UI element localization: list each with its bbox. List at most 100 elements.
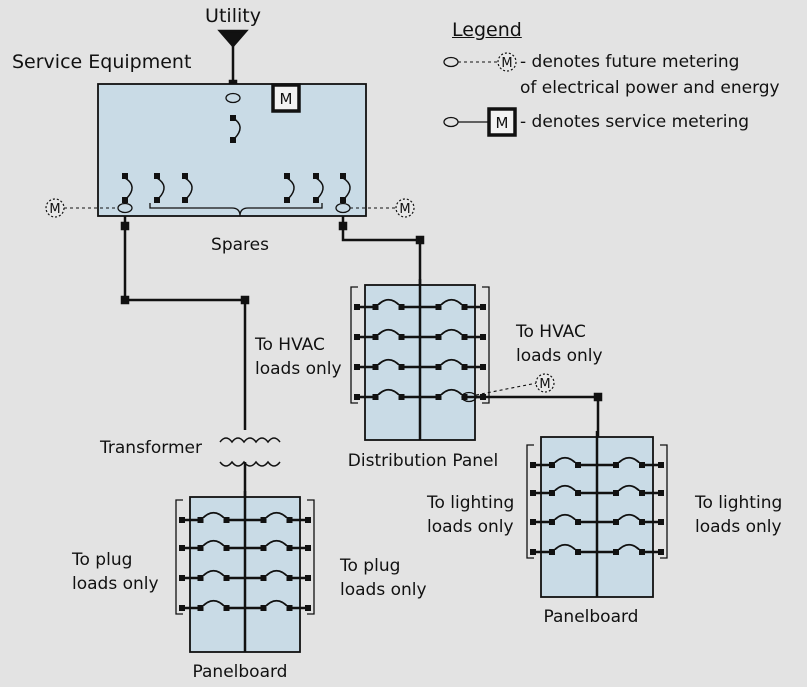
main-current-transformer	[225, 92, 241, 104]
breaker-contact	[549, 462, 555, 468]
service-meter: M	[271, 83, 301, 113]
branch-terminal	[480, 394, 486, 400]
breaker-arc	[616, 484, 642, 493]
panels	[97, 83, 668, 653]
branch-terminal	[480, 334, 486, 340]
breaker-arc	[201, 539, 226, 548]
branch-bracket-left	[526, 444, 534, 559]
lighting-left-line1: To lighting	[427, 493, 515, 513]
breaker-contact	[398, 394, 405, 400]
service-equipment-enclosure	[97, 83, 367, 217]
breaker-contact	[613, 490, 619, 496]
transformer-winding	[219, 460, 281, 467]
breaker-contact	[575, 490, 581, 496]
legend-future-ct	[443, 56, 459, 68]
breaker-gap	[614, 463, 644, 467]
branch-bracket-right	[482, 286, 490, 404]
breaker-contact	[398, 304, 405, 310]
spares-bracket	[149, 203, 323, 217]
breaker-gap	[550, 550, 580, 554]
feeder-terminal	[593, 392, 603, 402]
breaker-gap	[614, 491, 644, 495]
feeder-left-future-meter: M	[45, 198, 65, 218]
breaker-gap	[436, 395, 467, 399]
feeder-breaker-contact	[313, 173, 319, 179]
breaker-contact	[286, 605, 293, 611]
future-meter-dashed-lead	[475, 382, 538, 396]
breaker-arc	[552, 456, 578, 465]
distribution-future-meter: M	[535, 373, 555, 393]
plug-loads-panelboard	[175, 491, 315, 653]
breaker-gap	[261, 546, 292, 550]
legend-service-meter: M	[487, 107, 517, 137]
hvac-right-line2: loads only	[516, 346, 603, 366]
legend-service-ct	[443, 116, 459, 128]
breaker-arc	[616, 543, 642, 552]
breaker-contact	[435, 334, 442, 340]
breaker-contact	[197, 605, 204, 611]
breaker-gap	[373, 335, 404, 339]
branch-bracket-left	[350, 286, 358, 404]
service-meter-letter: M	[280, 90, 293, 108]
service-equipment-label: Service Equipment	[12, 51, 192, 73]
service-meter-letter: M	[496, 114, 509, 132]
branch-terminal	[354, 394, 360, 400]
breaker-gap	[261, 606, 292, 610]
transformer-winding	[219, 437, 281, 444]
utility-source-symbol	[217, 29, 249, 48]
breaker-contact	[398, 364, 405, 370]
branch-bracket-right	[307, 499, 315, 615]
breaker-contact	[639, 519, 645, 525]
legend-future-line1: - denotes future metering	[520, 52, 740, 72]
breaker-contact	[260, 575, 267, 581]
breaker-contact	[197, 517, 204, 523]
branch-terminal	[658, 462, 664, 468]
breaker-arc	[439, 388, 464, 397]
feeder-breaker-contact	[182, 197, 188, 203]
distribution-current-transformer	[461, 391, 477, 403]
branch-terminal	[354, 304, 360, 310]
breaker-arc	[264, 599, 289, 608]
branch-terminal	[530, 462, 536, 468]
breaker-arc	[552, 484, 578, 493]
breaker-contact	[223, 545, 230, 551]
feeder-breaker-arc	[286, 177, 295, 199]
breaker-contact	[613, 462, 619, 468]
breaker-gap	[261, 518, 292, 522]
breaker-contact	[575, 462, 581, 468]
future-meter-circle	[45, 198, 65, 218]
plug-left-line2: loads only	[72, 574, 159, 594]
feeder-breaker-contact	[122, 197, 128, 203]
panelboard-left-label: Panelboard	[192, 662, 288, 682]
hvac-left-line2: loads only	[255, 359, 342, 379]
breaker-gap	[436, 335, 467, 339]
breaker-gap	[550, 463, 580, 467]
breaker-contact	[435, 394, 442, 400]
breaker-gap	[373, 305, 404, 309]
breaker-arc	[201, 511, 226, 520]
breaker-gap	[373, 395, 404, 399]
plug-right-line1: To plug	[340, 556, 401, 576]
feeder-terminal	[415, 235, 425, 245]
lighting-left-line2: loads only	[427, 517, 514, 537]
breaker-contact	[197, 575, 204, 581]
breaker-contact	[223, 605, 230, 611]
feeder-terminal	[338, 221, 348, 231]
breaker-gap	[436, 365, 467, 369]
breaker-arc	[439, 328, 464, 337]
breaker-gap	[198, 576, 229, 580]
breaker-arc	[376, 298, 401, 307]
breaker-contact	[575, 549, 581, 555]
breaker-arc	[552, 513, 578, 522]
breaker-contact	[461, 394, 468, 400]
breaker-contact	[286, 517, 293, 523]
lighting-right-line2: loads only	[695, 517, 782, 537]
feeder-terminal	[240, 295, 250, 305]
breaker-contact	[260, 605, 267, 611]
future-meter-letter: M	[399, 202, 410, 217]
breaker-gap	[614, 550, 644, 554]
breaker-gap	[198, 518, 229, 522]
